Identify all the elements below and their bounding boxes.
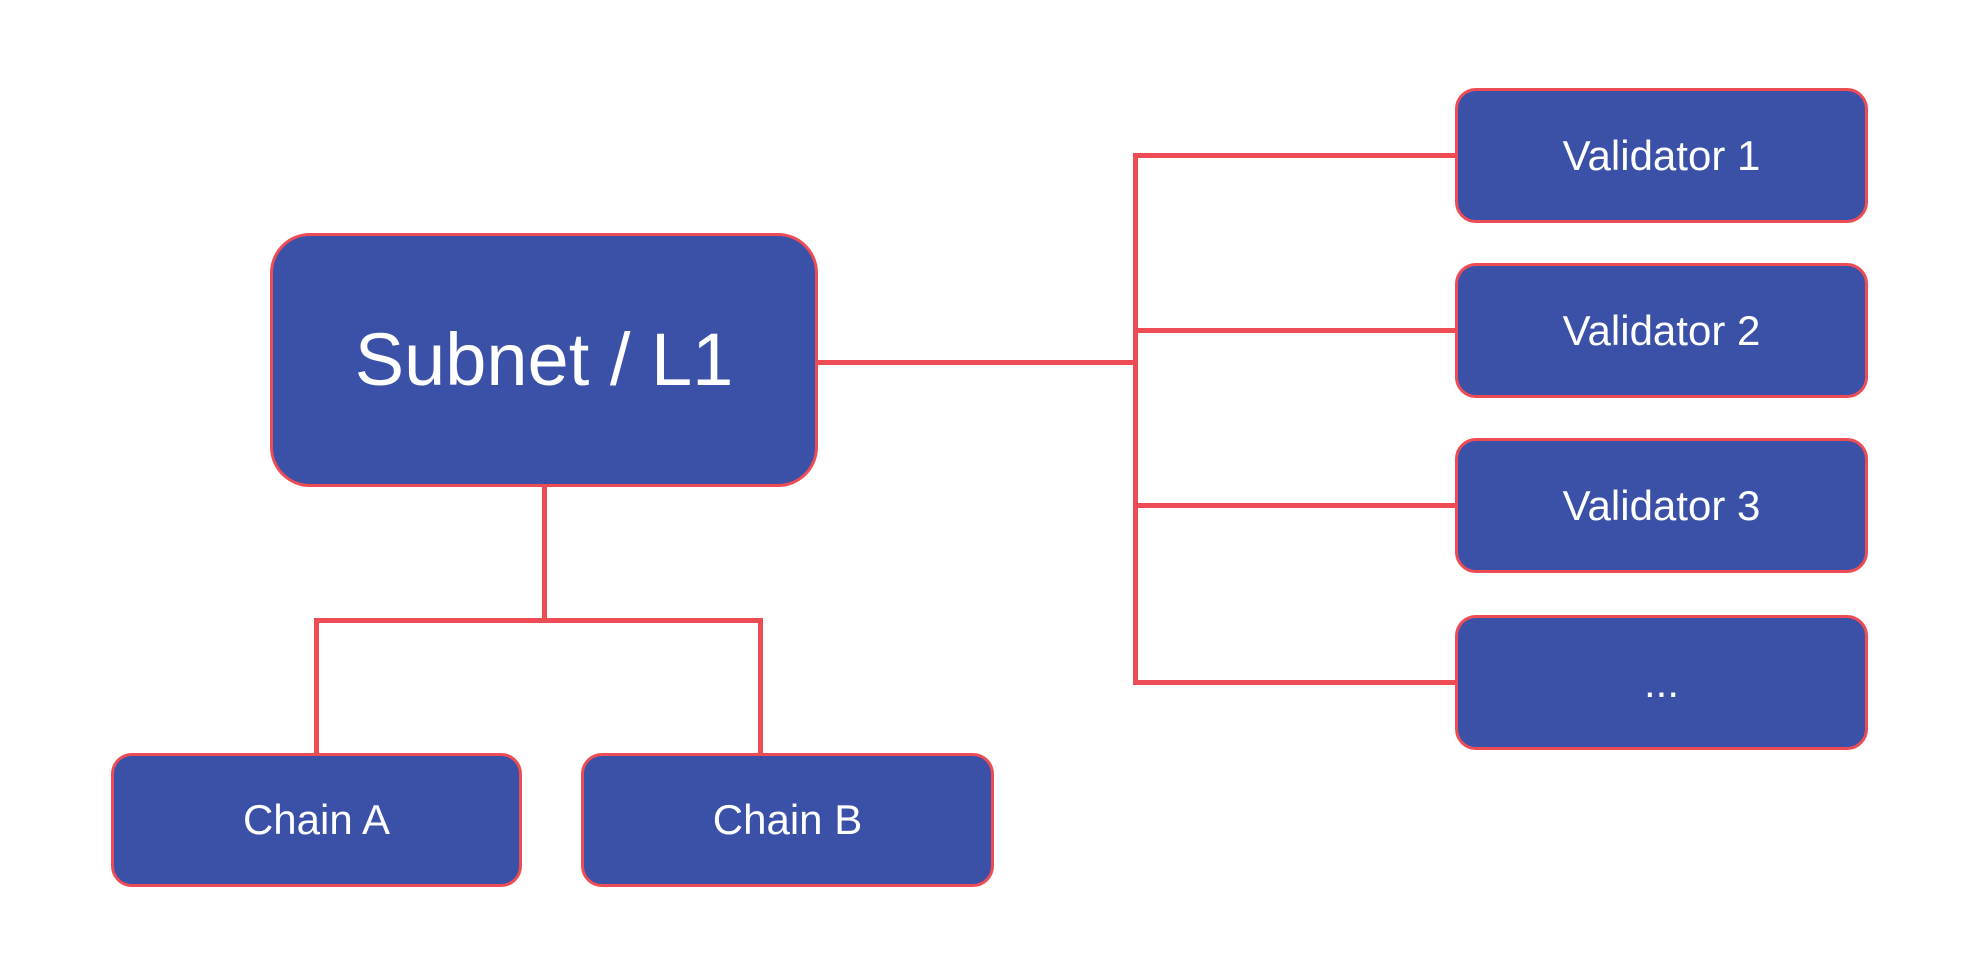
edge-subnet-to-trunk [815, 359, 1137, 365]
node-subnet-l1: Subnet / L1 [270, 233, 818, 487]
edge-branch-validator-2 [1135, 327, 1457, 333]
edge-validator-trunk [1132, 152, 1138, 685]
node-validator-more-label: ... [1643, 658, 1679, 706]
edge-drop-chain-a [313, 620, 319, 755]
node-chain-a: Chain A [111, 753, 522, 887]
edge-branch-validator-more [1135, 679, 1457, 685]
edge-drop-chain-b [757, 620, 763, 755]
node-validator-3-label: Validator 3 [1562, 481, 1761, 529]
edge-subnet-to-chains [541, 485, 547, 620]
edge-branch-validator-3 [1135, 502, 1457, 508]
node-subnet-l1-label: Subnet / L1 [354, 318, 734, 401]
edge-chains-crossbar [313, 617, 763, 623]
edge-branch-validator-1 [1135, 152, 1457, 158]
node-chain-b: Chain B [581, 753, 994, 887]
node-chain-a-label: Chain A [242, 796, 391, 843]
node-validator-1-label: Validator 1 [1562, 131, 1761, 179]
node-validator-more: ... [1455, 615, 1868, 750]
node-validator-3: Validator 3 [1455, 438, 1868, 573]
node-validator-2: Validator 2 [1455, 263, 1868, 398]
node-validator-2-label: Validator 2 [1562, 306, 1761, 354]
node-validator-1: Validator 1 [1455, 88, 1868, 223]
node-chain-b-label: Chain B [712, 796, 863, 843]
